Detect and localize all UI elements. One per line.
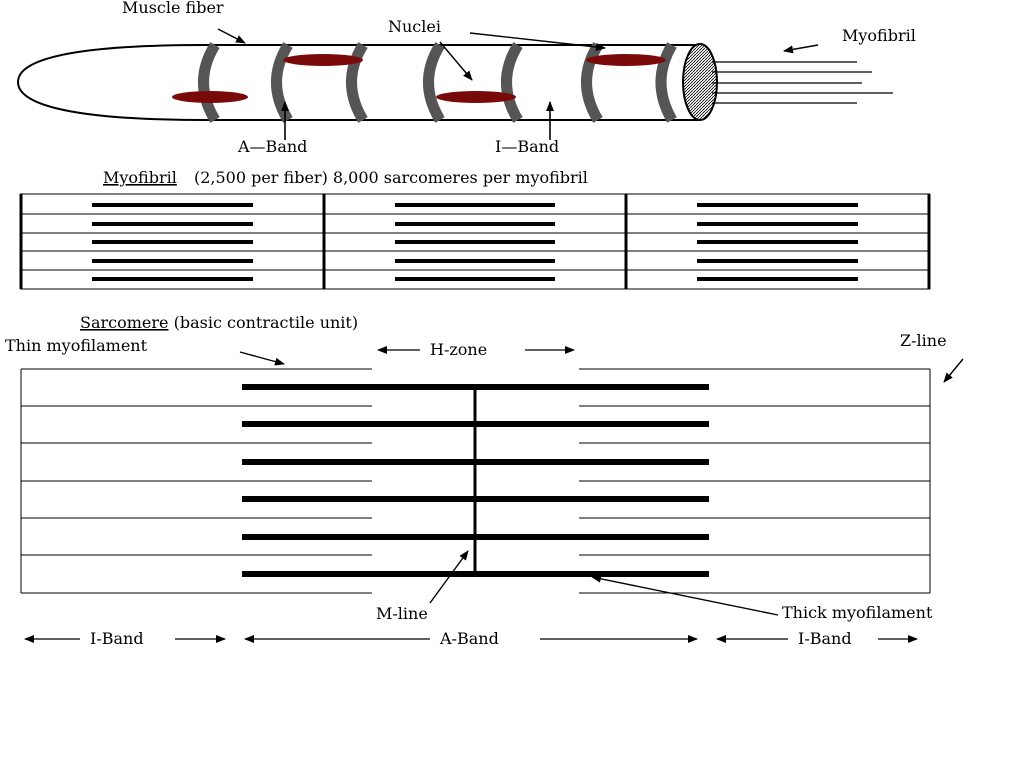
myofibril-horizontal-lines	[20, 193, 930, 290]
band-stripe	[271, 42, 293, 123]
myofibril-sarcomere-strip	[19, 193, 931, 290]
nucleus	[586, 54, 666, 66]
h-zone-indicator: H-zone	[377, 340, 575, 359]
nuclei-arrow-2	[469, 32, 606, 51]
myofibril-caption: Myofibril (2,500 per fiber) 8,000 sarcom…	[103, 168, 588, 187]
thin-myofilament-arrow	[239, 351, 285, 366]
muscle-fiber-label: Muscle fiber	[122, 0, 224, 17]
fiber-cut-end	[682, 43, 718, 121]
nuclei-arrow-1	[439, 41, 473, 81]
sarcomere-title: Sarcomere	[80, 313, 169, 332]
band-stripe	[655, 42, 677, 123]
myofibril-z-lines	[19, 194, 931, 289]
nucleus	[436, 91, 516, 103]
sarcomere-caption: Sarcomere (basic contractile unit)	[80, 313, 358, 332]
myofibril-title: Myofibril	[103, 168, 177, 187]
right-i-band-label: I-Band	[798, 629, 852, 648]
myofibril-arrow	[783, 44, 819, 54]
band-stripe	[198, 42, 220, 123]
sarcomere-structure	[20, 368, 931, 594]
band-span-legend: I-Band A-Band I-Band	[24, 629, 918, 648]
band-stripe	[581, 42, 603, 123]
nuclei-label: Nuclei	[388, 17, 441, 36]
band-stripe	[501, 42, 523, 123]
nucleus	[172, 91, 248, 103]
nucleus	[283, 54, 363, 66]
a-band-stripes	[198, 42, 677, 123]
a-band-label-top: A—Band	[237, 137, 307, 156]
thin-myofilament-label: Thin myofilament	[5, 336, 148, 355]
muscle-fiber	[16, 42, 893, 123]
band-stripe	[423, 42, 445, 123]
i-band-label-top: I—Band	[495, 137, 559, 156]
sarcomere-subtitle: (basic contractile unit)	[174, 313, 359, 332]
thin-filaments-right	[579, 368, 930, 594]
thick-myofilament-label: Thick myofilament	[782, 603, 933, 622]
z-line-arrow	[943, 358, 964, 383]
m-line-label: M-line	[376, 604, 428, 623]
fiber-tapered-end	[16, 44, 206, 121]
band-stripe	[346, 42, 368, 123]
m-line-arrow	[429, 550, 469, 604]
h-zone-label: H-zone	[430, 340, 487, 359]
myofibril-subtitle: (2,500 per fiber) 8,000 sarcomeres per m…	[194, 168, 588, 187]
muscle-fiber-arrow	[217, 28, 246, 44]
left-i-band-label: I-Band	[90, 629, 144, 648]
myofibril-thick-filaments	[92, 203, 858, 281]
a-band-label: A-Band	[439, 629, 499, 648]
thin-filaments-left	[21, 368, 372, 594]
z-line-label: Z-line	[900, 331, 947, 350]
protruding-myofibrils	[712, 61, 893, 104]
thick-myofilament-arrow	[591, 574, 779, 616]
myofibril-label: Myofibril	[842, 26, 916, 45]
